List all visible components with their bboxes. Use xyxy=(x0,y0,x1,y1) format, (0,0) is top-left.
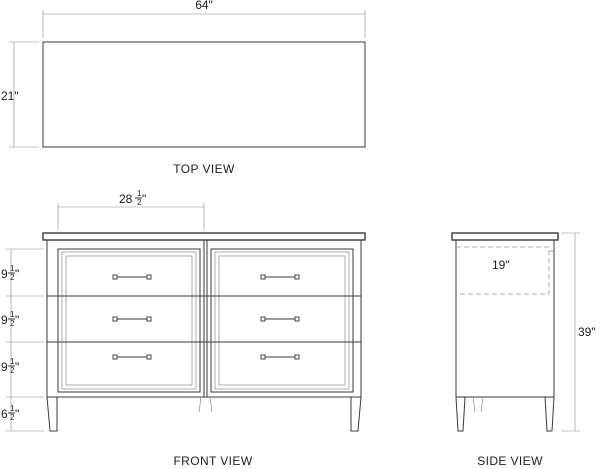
svg-text:": " xyxy=(142,192,146,206)
right-bank-panel xyxy=(218,255,346,386)
front-top-slab xyxy=(42,232,366,241)
drawer-width-label: 28 1 2 " xyxy=(119,189,146,207)
svg-text:": " xyxy=(15,313,19,327)
side-leg-inner-right xyxy=(480,396,484,413)
svg-text:1: 1 xyxy=(10,404,15,413)
side-leg-back xyxy=(544,396,555,432)
front-leg-right xyxy=(350,396,362,432)
svg-text:9: 9 xyxy=(1,267,8,281)
front-leg-center-right xyxy=(209,396,213,413)
drawer-pull-right-1 xyxy=(260,274,300,280)
svg-text:9: 9 xyxy=(1,313,8,327)
svg-text:1: 1 xyxy=(137,189,142,198)
svg-text:28: 28 xyxy=(119,192,133,206)
left-bank-frame-inner xyxy=(61,251,197,390)
svg-text:6: 6 xyxy=(1,407,8,421)
svg-text:2: 2 xyxy=(137,198,142,207)
drawer-height-label-2: 9 1 2 " xyxy=(1,310,19,328)
side-hidden-drawer xyxy=(456,246,550,295)
side-view-label: SIDE VIEW xyxy=(477,454,543,468)
left-bank-frame xyxy=(57,248,201,393)
side-inner-depth-label: 19" xyxy=(492,258,510,272)
side-leg-front xyxy=(455,396,466,432)
svg-text:1: 1 xyxy=(10,310,15,319)
drawer-pull-right-2 xyxy=(260,316,300,322)
svg-text:2: 2 xyxy=(10,366,15,375)
leg-height-label: 6 1 2 " xyxy=(1,404,19,422)
drawer-pull-left-1 xyxy=(112,274,152,280)
svg-text:": " xyxy=(15,407,19,421)
svg-text:1: 1 xyxy=(10,264,15,273)
top-view: 64" 21" TOP VIEW xyxy=(1,0,366,176)
side-carcass xyxy=(455,239,555,398)
side-view: 19" 39" SIDE VIEW xyxy=(451,232,596,468)
top-width-label: 64" xyxy=(195,0,213,12)
svg-text:": " xyxy=(15,360,19,374)
svg-text:1: 1 xyxy=(10,357,15,366)
svg-text:9: 9 xyxy=(1,360,8,374)
drawer-pull-right-3 xyxy=(260,354,300,360)
drawer-height-label-3: 9 1 2 " xyxy=(1,357,19,375)
side-leg-inner-left xyxy=(472,396,476,413)
front-view-label: FRONT VIEW xyxy=(173,454,252,468)
drawer-height-label-1: 9 1 2 " xyxy=(1,264,19,282)
front-leg-center-left xyxy=(198,396,202,413)
front-leg-left xyxy=(46,396,58,432)
svg-text:2: 2 xyxy=(10,319,15,328)
svg-text:2: 2 xyxy=(10,273,15,282)
top-depth-label: 21" xyxy=(1,89,19,103)
top-view-label: TOP VIEW xyxy=(173,162,235,176)
svg-text:2: 2 xyxy=(10,413,15,422)
side-top-slab xyxy=(451,232,559,241)
right-bank-frame-inner xyxy=(214,251,350,390)
left-bank-panel xyxy=(65,255,193,386)
svg-text:": " xyxy=(15,267,19,281)
drawer-pull-left-3 xyxy=(112,354,152,360)
top-view-outline xyxy=(42,41,366,148)
overall-height-label: 39" xyxy=(578,325,596,339)
front-view: 28 1 2 " 9 1 2 " 9 1 2 " 9 1 xyxy=(1,189,366,468)
right-bank-frame xyxy=(210,248,354,393)
drawer-pull-left-2 xyxy=(112,316,152,322)
